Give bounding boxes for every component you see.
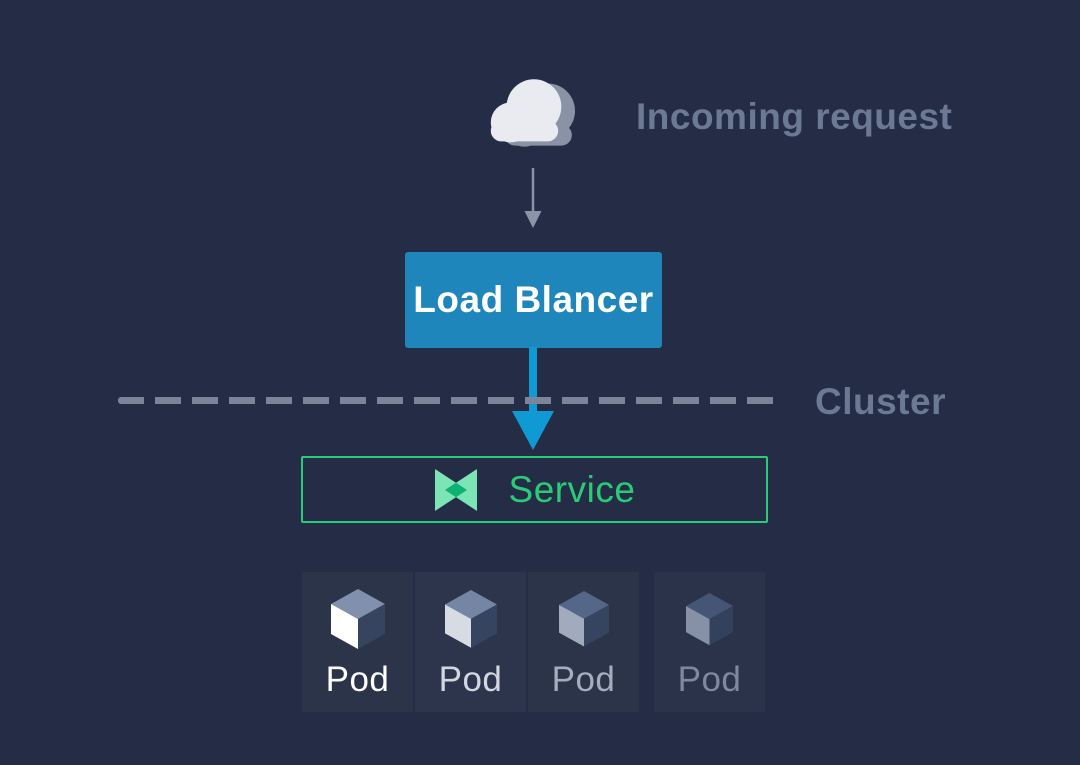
pod-tile-2: Pod — [415, 572, 526, 712]
pod-cube-icon — [686, 592, 733, 646]
pod-label: Pod — [551, 660, 616, 699]
pod-cube-icon — [330, 589, 385, 649]
pod-cube-area — [558, 588, 609, 650]
incoming-arrow-icon — [524, 168, 542, 228]
pod-cube-icon — [444, 590, 497, 648]
pod-cube-area — [686, 588, 733, 650]
pod-cube-icon — [558, 591, 609, 647]
pod-label: Pod — [325, 660, 390, 699]
pods-strip: Pod Pod Pod — [302, 572, 765, 712]
pod-tile-1: Pod — [302, 572, 413, 712]
cluster-boundary-dashed-line — [118, 397, 778, 404]
pod-label: Pod — [677, 660, 742, 699]
load-balancer-to-service-arrow-icon — [512, 347, 554, 450]
incoming-request-label: Incoming request — [636, 96, 953, 137]
pod-tile-3: Pod — [528, 572, 639, 712]
pod-tile-4: Pod — [654, 572, 765, 712]
pod-label: Pod — [438, 660, 503, 699]
pod-cube-area — [444, 588, 497, 650]
load-balancer-label: Load Blancer — [413, 279, 654, 320]
load-balancer-box: Load Blancer — [405, 252, 662, 348]
pod-cube-area — [330, 588, 385, 650]
cluster-label: Cluster — [815, 381, 946, 422]
service-box: Service — [301, 456, 768, 523]
cloud-front-shape — [490, 79, 562, 143]
cloud-icon — [490, 79, 575, 147]
service-bowtie-icon — [434, 468, 477, 511]
service-label: Service — [508, 468, 636, 510]
